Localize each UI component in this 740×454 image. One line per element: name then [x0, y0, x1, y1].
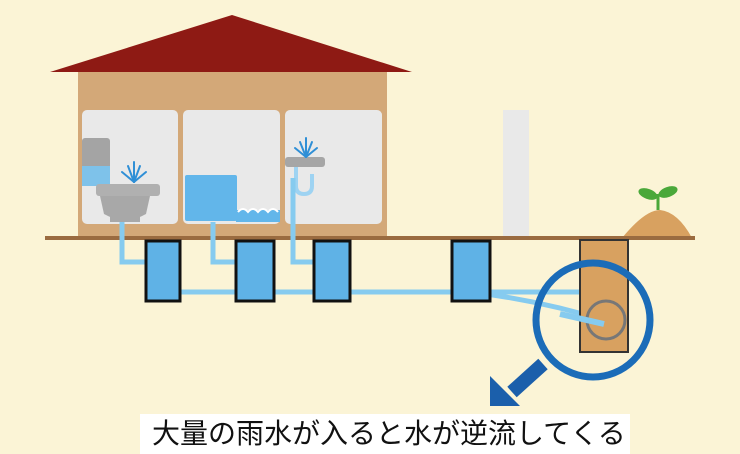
- highlight-ring: [532, 259, 654, 381]
- inspection-box: [234, 239, 276, 303]
- inspection-box: [144, 239, 182, 303]
- water-splash-icon: [121, 161, 147, 183]
- sprout-icon: [638, 186, 678, 210]
- drainage-diagram: [45, 15, 695, 406]
- inspection-box: [312, 239, 352, 303]
- ground-line: [45, 236, 695, 240]
- inspection-box: [450, 239, 492, 303]
- vent-pipe: [503, 110, 529, 238]
- inspection-boxes: [144, 239, 492, 303]
- sink-icon: [285, 157, 325, 197]
- caption: 大量の雨水が入ると水が逆流してくる: [140, 414, 630, 454]
- arrow-down-left-icon: [490, 358, 548, 406]
- house-roof: [50, 15, 412, 72]
- room-sink: [285, 110, 382, 224]
- water-splash-icon: [294, 137, 318, 158]
- bathtub-icon: [185, 175, 280, 222]
- soil-mound: [622, 210, 692, 238]
- toilet-icon: [82, 138, 160, 222]
- sewer-box: [579, 239, 629, 353]
